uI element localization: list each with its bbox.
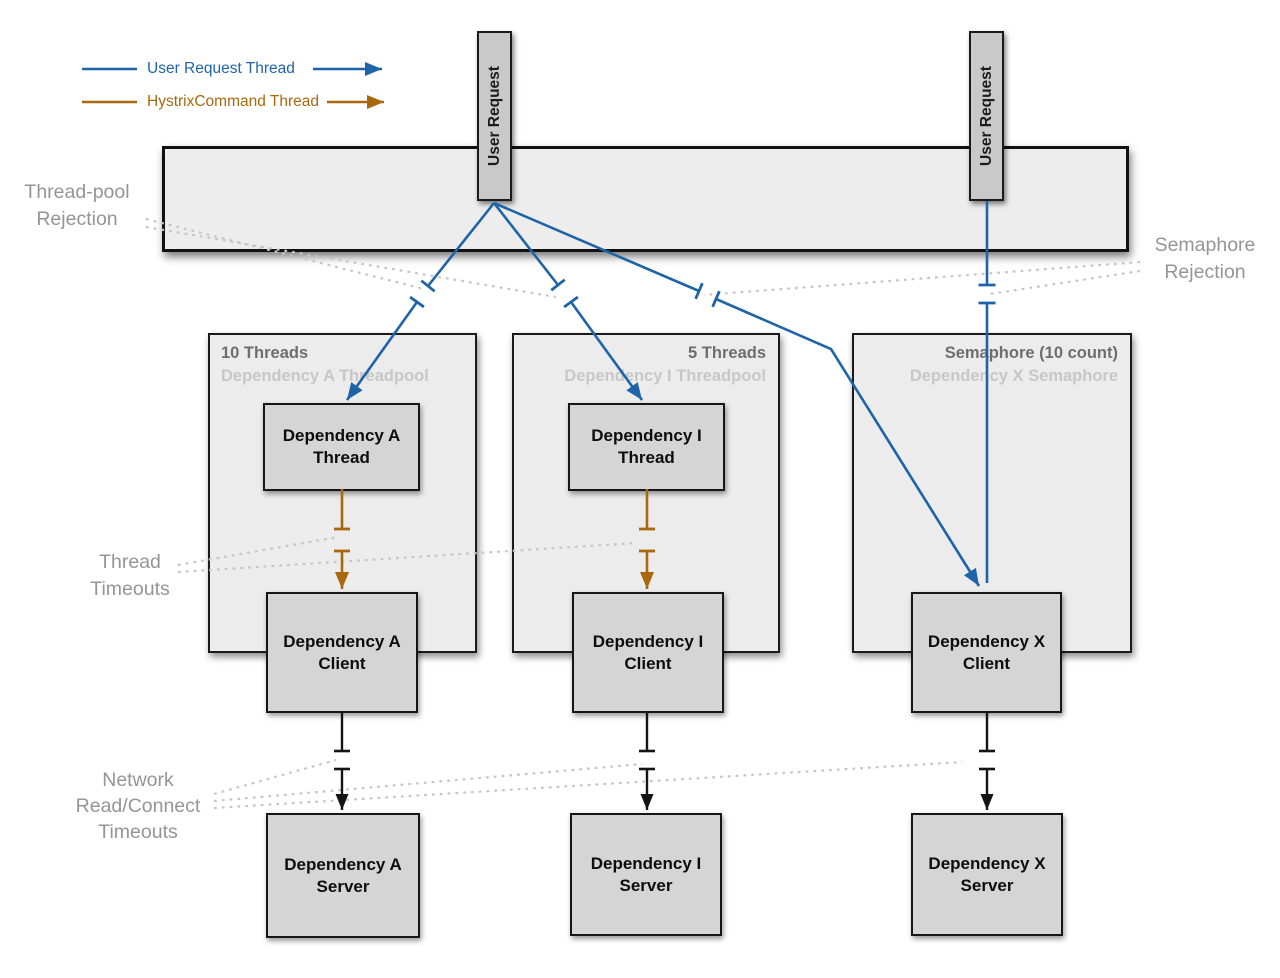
user-request-label: User Request xyxy=(977,66,995,166)
legend-user-request-thread-label: User Request Thread xyxy=(147,60,295,77)
pool-a-title: 10 Threads xyxy=(221,344,309,362)
pool-i-title: 5 Threads xyxy=(688,344,766,362)
thread-pool-rejection-label: Thread-pool Rejection xyxy=(24,181,130,230)
user-request-label: User Request xyxy=(485,66,503,166)
user-request-box-left: User Request xyxy=(477,31,512,201)
legend-hystrixcommand-thread-label: HystrixCommand Thread xyxy=(147,93,319,110)
pool-a-subtitle: Dependency A Threadpool xyxy=(221,367,429,385)
pool-x-title: Semaphore (10 count) xyxy=(944,344,1118,362)
network-call-flows xyxy=(334,711,995,810)
pool-i-subtitle: Dependency I Threadpool xyxy=(564,367,766,385)
thread-timeouts-label: Thread Timeouts xyxy=(90,551,170,600)
pool-x-subtitle: Dependency X Semaphore xyxy=(909,367,1118,385)
network-timeouts-label: Network Read/Connect Timeouts xyxy=(75,769,201,843)
user-request-box-right: User Request xyxy=(969,31,1004,201)
semaphore-rejection-label: Semaphore Rejection xyxy=(1154,234,1256,283)
